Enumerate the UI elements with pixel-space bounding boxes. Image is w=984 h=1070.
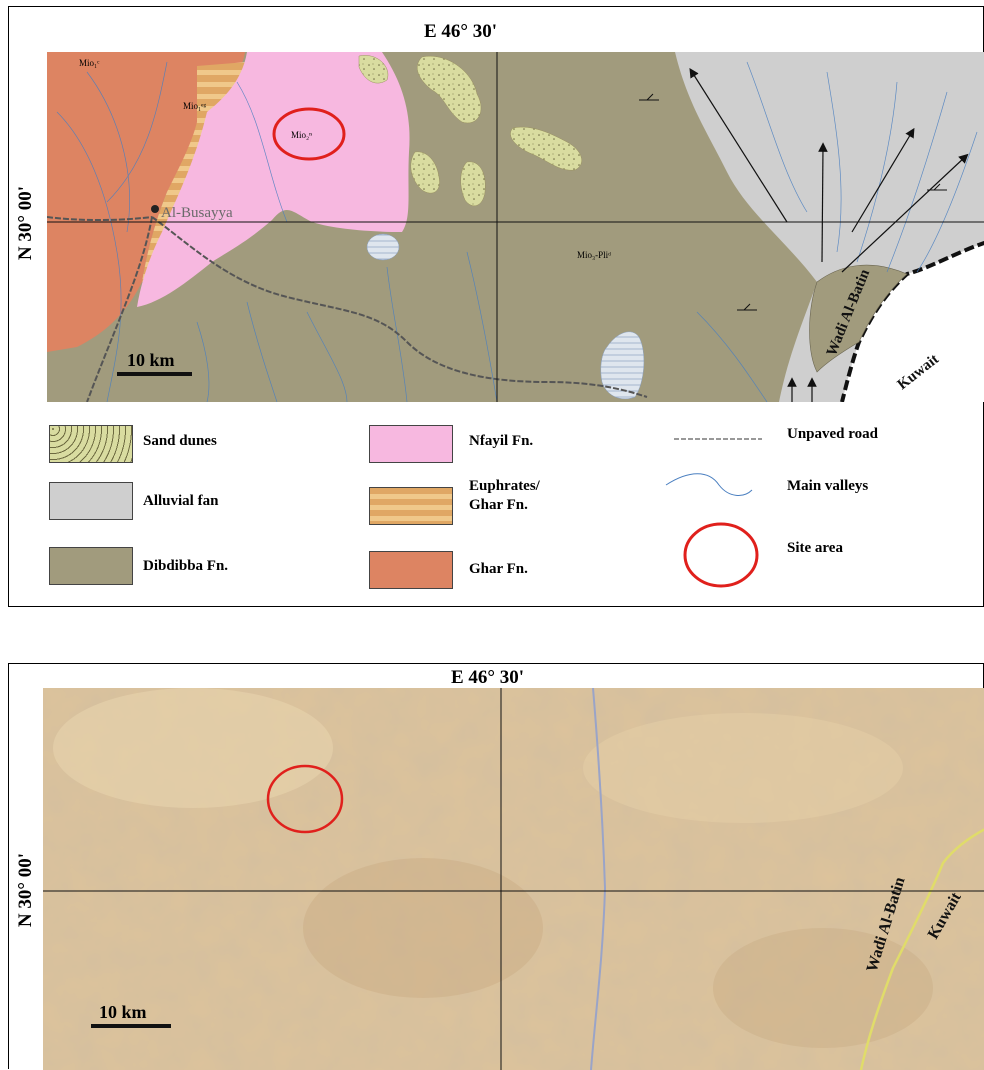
imagery-site-area-circle[interactable] <box>266 764 344 834</box>
legend-label-nfayil: Nfayil Fn. <box>469 433 534 449</box>
geology-map-panel: E 46° 30' N 30° 00' <box>8 6 984 607</box>
water-patch-1 <box>366 233 400 261</box>
unit-label-mio-pli: Mio₃-Pliᵈ <box>577 250 611 260</box>
legend-swatch-alluvial-fan <box>49 482 133 520</box>
legend-label-unpaved-road: Unpaved road <box>787 426 878 442</box>
al-busayya-label: Al-Busayya <box>161 205 233 221</box>
al-busayya-marker <box>151 205 159 213</box>
imagery-kuwait-border <box>859 828 984 1070</box>
satellite-image-panel: E 46° 30' N 30° 00' Wadi Al-Ba <box>8 663 984 1070</box>
legend-label-sand-dunes: Sand dunes <box>143 433 217 449</box>
unit-label-mio-nf: Mio₂ⁿ <box>291 130 312 140</box>
unit-label-mio-top-left: Mio₁ᶜ <box>79 58 100 68</box>
satellite-image[interactable]: Wadi Al-Batin Kuwait 10 km <box>43 688 984 1070</box>
imagery-scale-label: 10 km <box>99 1002 147 1022</box>
sand-dune-2 <box>417 55 482 124</box>
legend-symbol-unpaved-road <box>674 438 762 440</box>
flow-arrows <box>689 67 969 402</box>
legend-swatch-ghar <box>369 551 453 589</box>
main-valleys <box>56 61 978 402</box>
water-patch-2 <box>600 331 645 400</box>
legend-label-alluvial-fan: Alluvial fan <box>143 493 219 509</box>
unpaved-road-west <box>47 216 153 222</box>
legend-swatch-nfayil <box>369 425 453 463</box>
legend-label-site-area: Site area <box>787 540 843 556</box>
sand-dune-4 <box>410 151 440 194</box>
latitude-label-bottom: N 30° 00' <box>15 852 36 928</box>
unpaved-road-south <box>86 216 153 402</box>
unit-label-mio-eg: Mio₁ᵉᵍ <box>183 101 206 111</box>
site-area-circle[interactable] <box>272 107 346 161</box>
ghar-formation-area <box>47 52 245 352</box>
legend-swatch-sand-dunes <box>49 425 133 463</box>
imagery-dark-patch-1 <box>303 858 543 998</box>
nfayil-formation-area <box>137 52 410 307</box>
sand-dune-3 <box>510 126 582 171</box>
legend-label-main-valleys: Main valleys <box>787 478 869 494</box>
longitude-label-top: E 46° 30' <box>424 21 498 42</box>
legend-swatch-dibdibba <box>49 547 133 585</box>
longitude-label-bottom: E 46° 30' <box>451 667 525 688</box>
imagery-light-patch-1 <box>53 688 333 808</box>
dip-symbols <box>639 93 947 311</box>
legend-label-ghar: Ghar Fn. <box>469 561 528 577</box>
legend-label-dibdibba: Dibdibba Fn. <box>143 558 229 574</box>
sand-dune-1 <box>358 55 389 84</box>
legend-symbol-main-valleys <box>665 473 753 496</box>
geology-map[interactable]: Mio₁ᶜ Mio₁ᵉᵍ Mio₂ⁿ Mio₃-Pliᵈ Al-Busayya … <box>47 52 984 402</box>
wadi-al-batin-strip <box>809 264 908 373</box>
imagery-light-patch-2 <box>583 713 903 823</box>
sand-dune-5 <box>460 161 486 207</box>
legend-symbol-site-area <box>683 522 759 588</box>
imagery-blue-line <box>590 688 607 1070</box>
unpaved-road <box>151 216 648 398</box>
latitude-label-top: N 30° 00' <box>15 185 36 261</box>
scale-label: 10 km <box>127 350 175 370</box>
legend-swatch-euphrates-ghar <box>369 487 453 525</box>
legend-label-euphrates-ghar: Euphrates/ Ghar Fn. <box>469 478 540 513</box>
imagery-dark-patch-2 <box>713 928 933 1048</box>
kuwait-area <box>842 243 984 402</box>
